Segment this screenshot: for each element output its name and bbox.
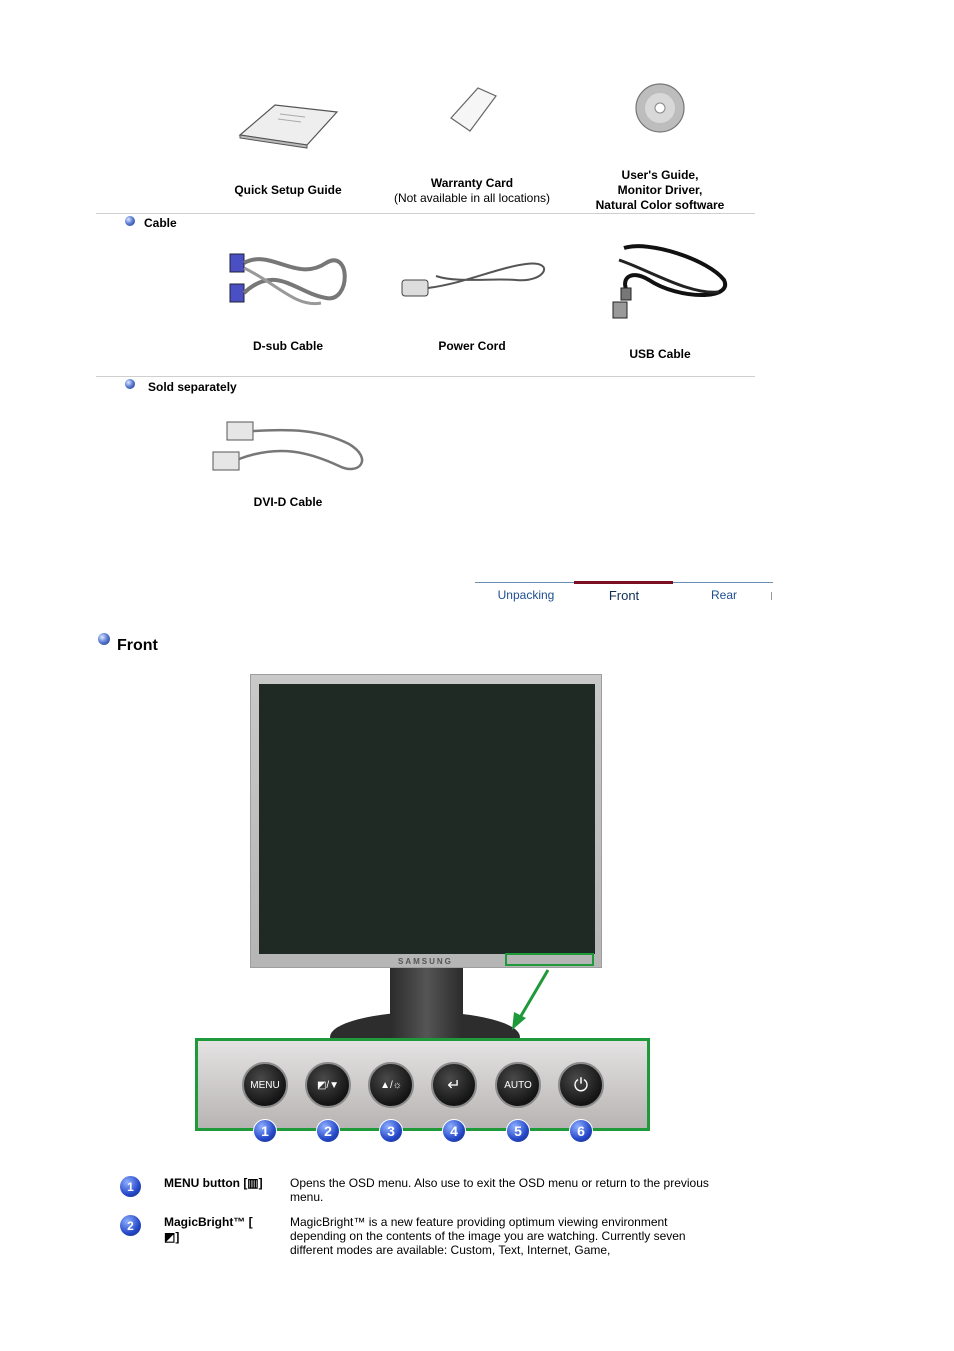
magicbright-down-button[interactable]: ◩/▼ — [305, 1062, 351, 1108]
power-cord-image — [401, 262, 546, 297]
enter-icon: ↵ — [447, 1076, 461, 1094]
users-guide-line-2: Monitor Driver, — [617, 183, 703, 197]
cable-bullet-icon — [125, 216, 135, 226]
dvi-d-cable-image — [212, 421, 364, 471]
dsub-cable-label: D-sub Cable — [252, 339, 323, 353]
magicbright-description: MagicBright™ is a new feature providing … — [290, 1215, 686, 1257]
button-area-highlight — [505, 953, 594, 966]
divider-1 — [96, 213, 755, 214]
number-badge-1: 1 — [253, 1119, 277, 1143]
warranty-card-note: (Not available in all locations) — [393, 191, 551, 205]
number-badge-5: 5 — [506, 1119, 530, 1143]
usb-cable-label: USB Cable — [629, 347, 691, 361]
tab-unpacking[interactable]: Unpacking — [497, 588, 555, 602]
number-badge-4: 4 — [442, 1119, 466, 1143]
users-guide-line-3: Natural Color software — [595, 198, 725, 212]
auto-icon: AUTO — [504, 1079, 532, 1091]
warranty-card-title: Warranty Card — [430, 176, 514, 190]
auto-button[interactable]: AUTO — [495, 1062, 541, 1108]
magicbright-title: MagicBright™ [ ◩] — [164, 1215, 253, 1245]
power-icon: ⏻ — [573, 1074, 589, 1095]
cd-image — [635, 83, 685, 133]
number-badge-6: 6 — [569, 1119, 593, 1143]
enter-button[interactable]: ↵ — [431, 1062, 477, 1108]
description-number-1: 1 — [120, 1176, 141, 1197]
power-button[interactable]: ⏻ — [558, 1062, 604, 1108]
quick-setup-guide-image — [238, 104, 339, 149]
warranty-card-label: Warranty Card (Not available in all loca… — [372, 176, 572, 206]
sold-separately-heading: Sold separately — [148, 380, 237, 394]
magicbright-down-icon: ◩/▼ — [316, 1079, 340, 1091]
users-guide-label: User's Guide, Monitor Driver, Natural Co… — [575, 168, 745, 213]
front-heading: Front — [117, 637, 158, 654]
pointer-arrow-icon — [512, 969, 550, 1030]
menu-icon: MENU — [250, 1079, 280, 1091]
number-badge-3: 3 — [379, 1119, 403, 1143]
monitor-stand-neck — [390, 968, 463, 1038]
tab-separator — [771, 592, 772, 600]
number-badge-2: 2 — [316, 1119, 340, 1143]
tab-front[interactable]: Front — [608, 588, 640, 603]
sold-separately-bullet-icon — [125, 379, 135, 389]
users-guide-line-1: User's Guide, — [621, 168, 699, 182]
up-brightness-icon: ▲/☼ — [380, 1079, 402, 1091]
magicbright-title-line-1: MagicBright™ [ — [164, 1215, 253, 1229]
tab-rear[interactable]: Rear — [710, 588, 737, 602]
warranty-card-image — [450, 87, 497, 132]
up-brightness-button[interactable]: ▲/☼ — [368, 1062, 414, 1108]
monitor-screen — [259, 684, 595, 954]
magicbright-title-line-2: ◩] — [164, 1230, 180, 1244]
menu-button-description: Opens the OSD menu. Also use to exit the… — [290, 1176, 709, 1204]
usb-cable-image — [612, 244, 728, 319]
dsub-cable-image — [229, 253, 347, 306]
dvi-d-cable-label: DVI-D Cable — [253, 495, 323, 509]
quick-setup-guide-label: Quick Setup Guide — [234, 183, 342, 197]
front-bullet-icon — [98, 633, 110, 645]
divider-2 — [96, 376, 755, 377]
cable-heading: Cable — [144, 216, 177, 230]
power-cord-label: Power Cord — [438, 339, 506, 353]
brand-logo: SAMSUNG — [398, 957, 453, 966]
menu-button-title: MENU button [▥] — [164, 1176, 263, 1190]
tab-active-indicator — [574, 581, 673, 584]
menu-button[interactable]: MENU — [242, 1062, 288, 1108]
description-number-2: 2 — [120, 1215, 141, 1236]
